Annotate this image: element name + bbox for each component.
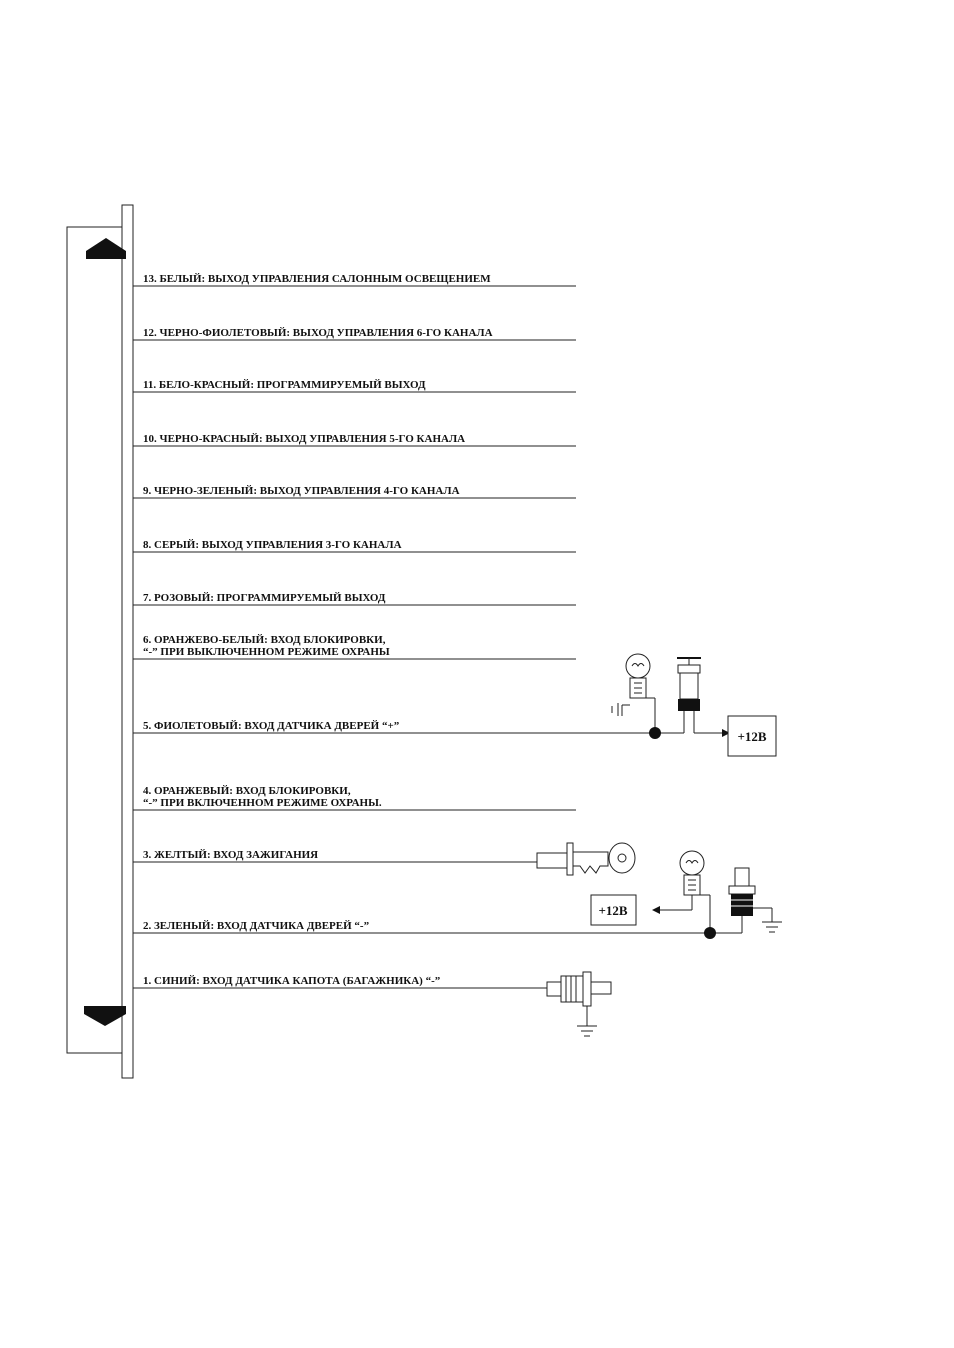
wire-label-4-line-2: “-” ПРИ ВКЛЮЧЕННОМ РЕЖИМЕ ОХРАНЫ. bbox=[143, 797, 382, 809]
lamp-icon bbox=[652, 850, 711, 933]
ignition-key-icon bbox=[536, 842, 636, 876]
power-label-top: +12В bbox=[737, 729, 766, 744]
wire-label-5: 5. ФИОЛЕТОВЫЙ: ВХОД ДАТЧИКА ДВЕРЕЙ “+” bbox=[143, 720, 399, 732]
wire-label-3: 3. ЖЕЛТЫЙ: ВХОД ЗАЖИГАНИЯ bbox=[143, 849, 318, 861]
hood-switch-icon bbox=[546, 971, 612, 1026]
connector-block bbox=[66, 204, 134, 1079]
wire-label-6-line-1: 6. ОРАНЖЕВО-БЕЛЫЙ: ВХОД БЛОКИРОВКИ, bbox=[143, 634, 386, 646]
wire-labels: 13. БЕЛЫЙ: ВЫХОД УПРАВЛЕНИЯ САЛОННЫМ ОСВ… bbox=[143, 273, 493, 987]
arrow-down-icon bbox=[84, 1006, 126, 1026]
arrow-up-icon bbox=[86, 238, 126, 259]
power-label-bottom: +12В bbox=[598, 903, 627, 918]
power-box-bottom bbox=[590, 894, 637, 926]
lamp-icon bbox=[621, 653, 656, 733]
wire-label-10: 10. ЧЕРНО-КРАСНЫЙ: ВЫХОД УПРАВЛЕНИЯ 5-ГО… bbox=[143, 433, 465, 445]
wire-label-7: 7. РОЗОВЫЙ: ПРОГРАММИРУЕМЫЙ ВЫХОД bbox=[143, 592, 386, 604]
wire-label-1: 1. СИНИЙ: ВХОД ДАТЧИКА КАПОТА (БАГАЖНИКА… bbox=[143, 975, 440, 987]
wire-label-6-line-2: “-” ПРИ ВЫКЛЮЧЕННОМ РЕЖИМЕ ОХРАНЫ bbox=[143, 646, 390, 658]
wire-label-8: 8. СЕРЫЙ: ВЫХОД УПРАВЛЕНИЯ 3-ГО КАНАЛА bbox=[143, 539, 402, 551]
wire-label-11: 11. БЕЛО-КРАСНЫЙ: ПРОГРАММИРУЕМЫЙ ВЫХОД bbox=[143, 379, 426, 391]
door-sensor-minus-assembly: +12В bbox=[590, 850, 782, 939]
wire-label-9: 9. ЧЕРНО-ЗЕЛЕНЫЙ: ВЫХОД УПРАВЛЕНИЯ 4-ГО … bbox=[143, 485, 460, 497]
door-sensor-plus-assembly: +12В bbox=[611, 653, 777, 757]
wire-label-4-line-1: 4. ОРАНЖЕВЫЙ: ВХОД БЛОКИРОВКИ, bbox=[143, 785, 351, 797]
junction-dot bbox=[704, 927, 716, 939]
junction-dot bbox=[649, 727, 661, 739]
connector-strip bbox=[121, 204, 134, 1079]
wire-label-13: 13. БЕЛЫЙ: ВЫХОД УПРАВЛЕНИЯ САЛОННЫМ ОСВ… bbox=[143, 273, 491, 285]
ground-icon bbox=[611, 703, 619, 716]
door-switch-icon bbox=[677, 657, 730, 737]
wire-label-12: 12. ЧЕРНО-ФИОЛЕТОВЫЙ: ВЫХОД УПРАВЛЕНИЯ 6… bbox=[143, 327, 493, 339]
door-switch-icon bbox=[728, 867, 773, 933]
ground-icon bbox=[577, 1025, 597, 1037]
wire-lines bbox=[133, 285, 742, 989]
wire-label-2: 2. ЗЕЛЕНЫЙ: ВХОД ДАТЧИКА ДВЕРЕЙ “-” bbox=[143, 920, 369, 932]
ground-icon bbox=[762, 921, 782, 933]
power-box-top bbox=[727, 715, 777, 757]
